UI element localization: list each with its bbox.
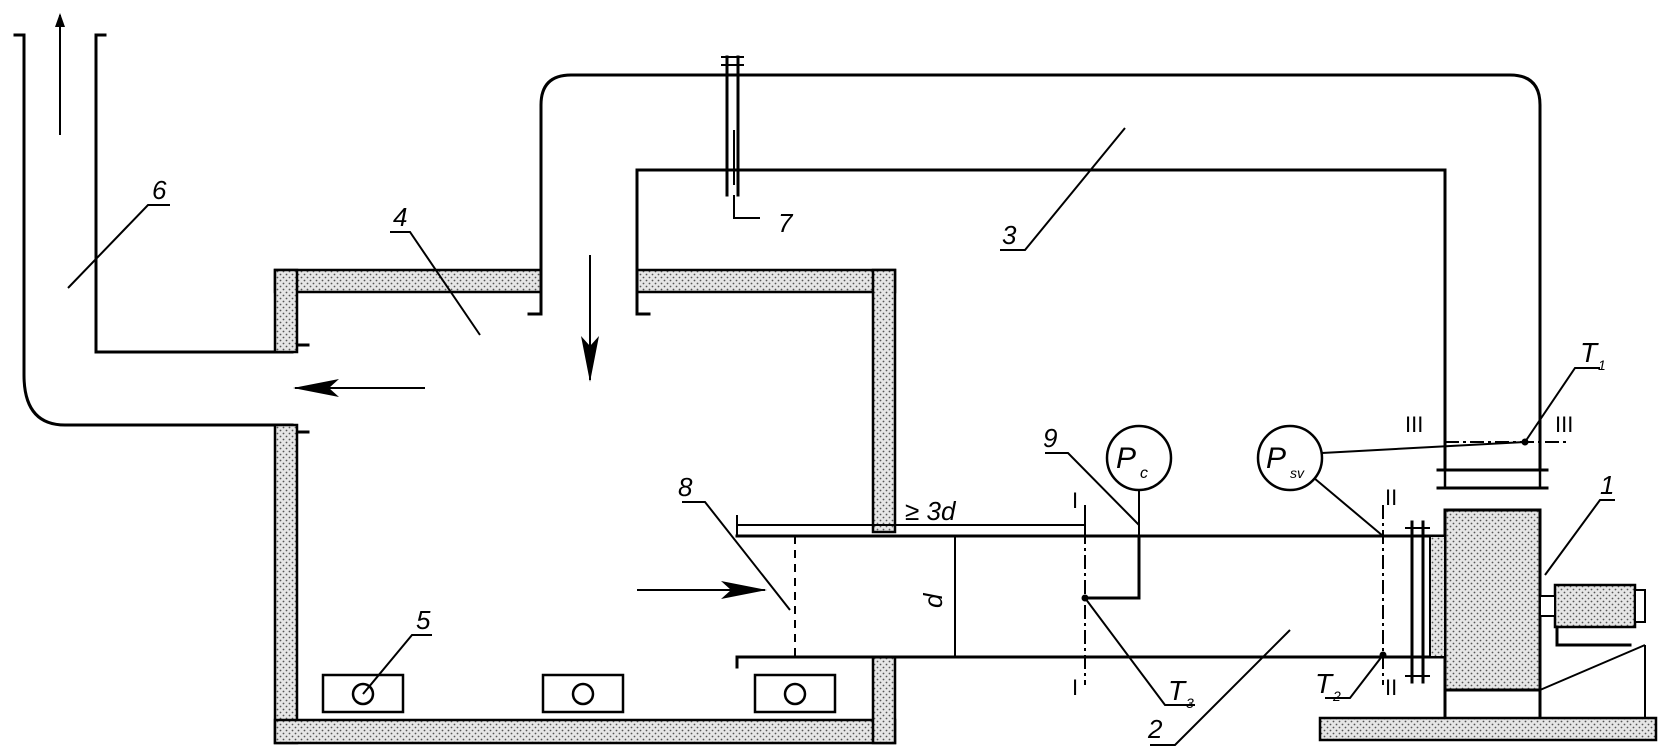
- damper: [721, 55, 760, 219]
- callout-3-label: 3: [1002, 220, 1017, 250]
- temperature-t2: T 2: [1315, 651, 1387, 704]
- callout-5-label: 5: [416, 605, 431, 635]
- t1-main: T: [1580, 337, 1599, 368]
- callout-3: 3: [1000, 127, 1126, 251]
- static-pressure-main: P: [1116, 442, 1136, 475]
- callout-7-label: 7: [778, 208, 794, 238]
- exhaust-pipe: [13, 33, 310, 434]
- callout-2-label: 2: [1147, 714, 1163, 744]
- callout-1: 1: [1544, 470, 1615, 576]
- fan-pressure-sub: sv: [1290, 465, 1305, 481]
- diameter-label: d: [918, 592, 948, 608]
- callout-8: 8: [678, 472, 791, 611]
- callout-9-label: 9: [1043, 423, 1057, 453]
- callout-6-label: 6: [152, 175, 167, 205]
- distance-label: ≥ 3d: [905, 496, 957, 526]
- fan-pressure-gauge: P sv: [1256, 424, 1526, 537]
- section-iii-label-left: III: [1405, 412, 1423, 437]
- duct-flange: [1405, 520, 1430, 684]
- static-pressure-gauge: P c: [1083, 424, 1173, 600]
- section-iii-label-right: III: [1555, 412, 1573, 437]
- temperature-t3: T 3: [1081, 594, 1195, 711]
- distance-dimension: [736, 515, 1086, 536]
- section-ii-label-bottom: II: [1385, 675, 1397, 700]
- chamber-walls: [273, 268, 897, 745]
- heater-middle: [541, 673, 625, 714]
- callout-4: 4: [390, 202, 481, 336]
- callout-8-label: 8: [678, 472, 693, 502]
- section-i-label-top: I: [1072, 488, 1078, 513]
- test-duct: [735, 534, 1457, 669]
- base-plate: [1318, 716, 1658, 742]
- callout-2: 2: [1147, 629, 1291, 746]
- t3-main: T: [1168, 675, 1187, 706]
- section-i-label-bottom: I: [1072, 675, 1078, 700]
- temperature-t1: T 1: [1521, 337, 1606, 446]
- callout-9: 9: [1043, 423, 1140, 526]
- callout-1-label: 1: [1600, 470, 1614, 500]
- heater-right: [753, 673, 837, 714]
- fan: [1429, 468, 1549, 720]
- t2-sub: 2: [1332, 688, 1341, 704]
- callout-5: 5: [362, 605, 432, 695]
- callout-6: 6: [67, 175, 170, 289]
- section-ii-label-top: II: [1385, 485, 1397, 510]
- callout-4-label: 4: [393, 202, 407, 232]
- return-duct: [527, 73, 1542, 470]
- t3-sub: 3: [1186, 695, 1194, 711]
- t1-sub: 1: [1598, 357, 1606, 373]
- motor: [1539, 583, 1646, 718]
- callout-7: 7: [778, 208, 794, 238]
- static-pressure-sub: c: [1140, 465, 1148, 482]
- t2-main: T: [1315, 668, 1334, 699]
- fan-pressure-main: P: [1266, 442, 1286, 475]
